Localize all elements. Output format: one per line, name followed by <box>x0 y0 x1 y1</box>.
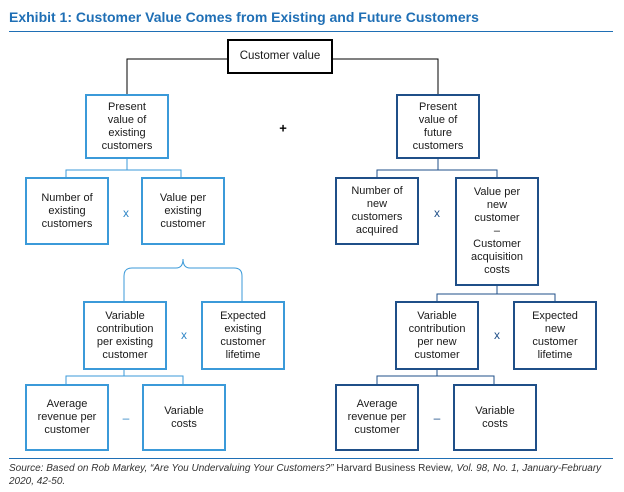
customer-value-box: Customer value <box>227 39 333 74</box>
expected-existing-lifetime-box: Expected existing customer lifetime <box>201 301 285 370</box>
source-suffix: , Vol. 98, No. 1, January-February 2020,… <box>9 463 602 487</box>
value-per-new-customer-box: Value per new customer – Customer acquis… <box>455 177 539 286</box>
connector-root-right <box>330 58 439 94</box>
connector-root-left <box>126 58 230 94</box>
source-publication: Harvard Business Review <box>336 463 451 474</box>
variable-contribution-new-box: Variable contribution per new customer <box>395 301 479 370</box>
times-operator-left-top: x <box>123 206 129 220</box>
variable-contribution-existing-box: Variable contribution per existing custo… <box>83 301 167 370</box>
connector-left-pv-bracket <box>65 169 182 177</box>
present-value-future-box: Present value of future customers <box>396 94 480 159</box>
title-rule <box>9 31 613 32</box>
exhibit-title: Exhibit 1: Customer Value Comes from Exi… <box>9 9 479 25</box>
variable-costs-left-box: Variable costs <box>142 384 226 451</box>
connector-left-contribution-bracket <box>65 375 184 384</box>
connector-right-contribution-bracket <box>376 375 495 384</box>
minus-operator-right: – <box>433 411 441 425</box>
value-per-existing-box: Value per existing customer <box>141 177 225 245</box>
present-value-existing-box: Present value of existing customers <box>85 94 169 159</box>
connector-left-value-brace <box>123 258 243 301</box>
minus-operator-left: – <box>122 411 130 425</box>
average-revenue-left-box: Average revenue per customer <box>25 384 109 451</box>
source-note: Source: Based on Rob Markey, “Are You Un… <box>9 462 615 488</box>
source-rule <box>9 458 613 459</box>
average-revenue-right-box: Average revenue per customer <box>335 384 419 451</box>
expected-new-lifetime-box: Expected new customer lifetime <box>513 301 597 370</box>
times-operator-right-top: x <box>434 206 440 220</box>
source-prefix: Source: Based on Rob Markey, “Are You Un… <box>9 463 337 474</box>
variable-costs-right-box: Variable costs <box>453 384 537 451</box>
number-new-customers-box: Number of new customers acquired <box>335 177 419 245</box>
connector-right-value-bracket <box>436 293 556 301</box>
number-existing-customers-box: Number of existing customers <box>25 177 109 245</box>
connector-right-pv-bracket <box>376 169 498 177</box>
plus-operator: + <box>279 120 287 136</box>
times-operator-right-bottom: x <box>494 328 500 342</box>
times-operator-left-bottom: x <box>181 328 187 342</box>
